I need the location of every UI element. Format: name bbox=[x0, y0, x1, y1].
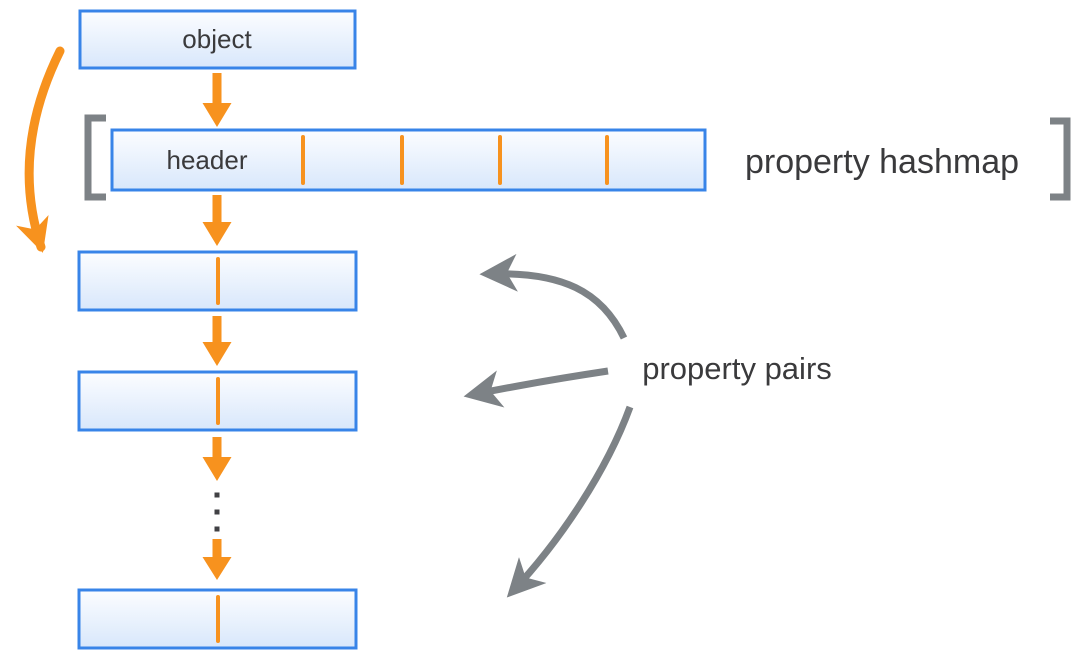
pairs-caption: property pairs bbox=[642, 351, 832, 386]
pairs-pointer-arrow-middle bbox=[463, 367, 609, 408]
down-arrow-pair2-to-ellipsis-icon bbox=[202, 437, 232, 481]
down-arrow-ellipsis-to-pairN-icon bbox=[202, 539, 232, 580]
hashmap-box: header bbox=[110, 128, 707, 192]
hashmap-right-bracket bbox=[1050, 117, 1071, 201]
property-pair-box-1 bbox=[77, 250, 358, 312]
pairs-pointer-arrow-bottom bbox=[506, 405, 634, 598]
ellipsis-dot bbox=[214, 526, 220, 532]
curved-arrow-object-to-pairs-icon bbox=[16, 46, 65, 253]
hashmap-header-cell-label: header bbox=[167, 145, 248, 175]
hashmap-slot-dividers bbox=[301, 135, 609, 185]
pairs-pointer-arrow-top bbox=[479, 253, 628, 340]
ellipsis-dot bbox=[214, 509, 220, 515]
object-box-label: object bbox=[182, 24, 252, 54]
object-box-rect bbox=[78, 9, 357, 70]
hashmap-left-bracket bbox=[84, 114, 106, 201]
ellipsis-dot bbox=[214, 492, 220, 498]
hashmap-caption: property hashmap bbox=[745, 143, 1019, 181]
property-pair-box-3 bbox=[77, 588, 358, 650]
down-arrow-object-to-hashmap-icon bbox=[202, 73, 232, 127]
ellipsis-dots bbox=[214, 492, 220, 532]
object-box: object bbox=[78, 9, 357, 70]
down-arrow-hashmap-to-pair1-icon bbox=[202, 195, 232, 246]
down-arrow-pair1-to-pair2-icon bbox=[202, 316, 232, 366]
property-pair-box-2 bbox=[77, 370, 358, 432]
